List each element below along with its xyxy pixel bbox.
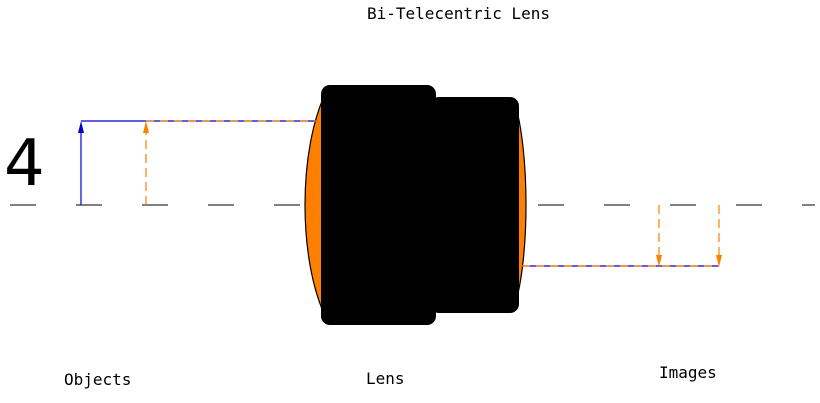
object-arrowhead-chief (78, 121, 84, 133)
object-arrowhead-marginal (143, 121, 149, 133)
image-arrowhead-near (656, 255, 662, 267)
front-lens-element (304, 91, 327, 319)
image-arrowhead-far (716, 255, 722, 267)
diagram-title: Bi-Telecentric Lens (367, 4, 551, 23)
images-label: Images (659, 363, 717, 382)
objects-label: Objects (64, 370, 132, 389)
lens-barrel-rear (430, 97, 519, 313)
lens-barrel-front (321, 85, 436, 325)
lens-label: Lens (366, 369, 405, 388)
magnification-number: 4 (4, 127, 45, 201)
